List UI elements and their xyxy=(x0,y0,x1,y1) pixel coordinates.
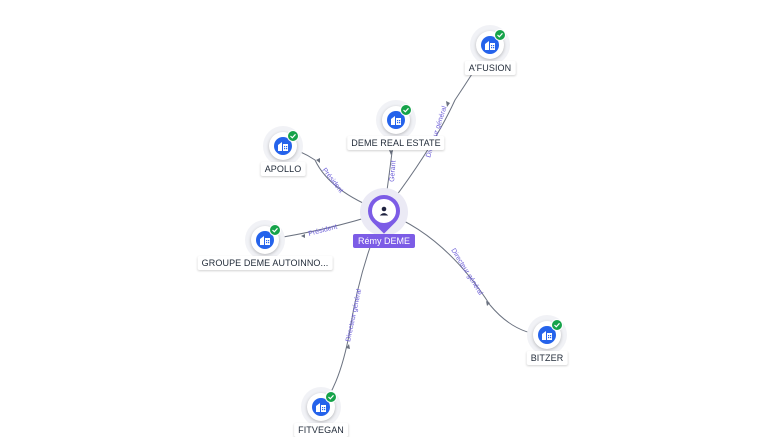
edge-label-deme-real-estate: Gérant xyxy=(389,160,397,182)
edge-bitzer xyxy=(383,211,548,336)
verified-check-icon xyxy=(269,224,281,236)
company-icon xyxy=(256,231,274,249)
verified-check-icon xyxy=(400,104,412,116)
arrow-apollo xyxy=(316,158,320,163)
company-icon xyxy=(538,326,556,344)
edge-label-bitzer: Directeur général xyxy=(449,247,484,297)
arrow-deme-real-estate xyxy=(389,150,393,155)
edge-label-apollo: Président xyxy=(320,167,344,195)
company-label-bitzer[interactable]: BITZER xyxy=(526,351,568,365)
person-label[interactable]: Rémy DEME xyxy=(352,234,416,248)
verified-check-icon xyxy=(494,29,506,41)
edges xyxy=(264,44,548,408)
arrow-bitzer xyxy=(486,301,490,306)
arrow-afusion xyxy=(446,101,450,107)
verified-check-icon xyxy=(551,319,563,331)
company-label-fitvegan[interactable]: FITVEGAN xyxy=(294,423,348,437)
arrow-groupe-deme xyxy=(301,234,305,238)
company-label-afusion[interactable]: A'FUSION xyxy=(464,61,516,75)
company-icon xyxy=(481,36,499,54)
arrow-fitvegan xyxy=(346,344,350,349)
company-icon xyxy=(312,398,330,416)
verified-check-icon xyxy=(325,391,337,403)
edge-label-afusion: Directeur général xyxy=(425,105,448,159)
edge-label-groupe-deme: Président xyxy=(308,224,338,238)
edge-label-fitvegan: Directeur général xyxy=(345,288,363,342)
company-icon xyxy=(274,137,292,155)
verified-check-icon xyxy=(287,130,299,142)
company-label-deme-real-estate[interactable]: DEME REAL ESTATE xyxy=(347,136,445,150)
company-label-apollo[interactable]: APOLLO xyxy=(260,162,306,176)
company-label-groupe-deme[interactable]: GROUPE DEME AUTOINNO... xyxy=(197,256,333,270)
company-icon xyxy=(387,111,405,129)
